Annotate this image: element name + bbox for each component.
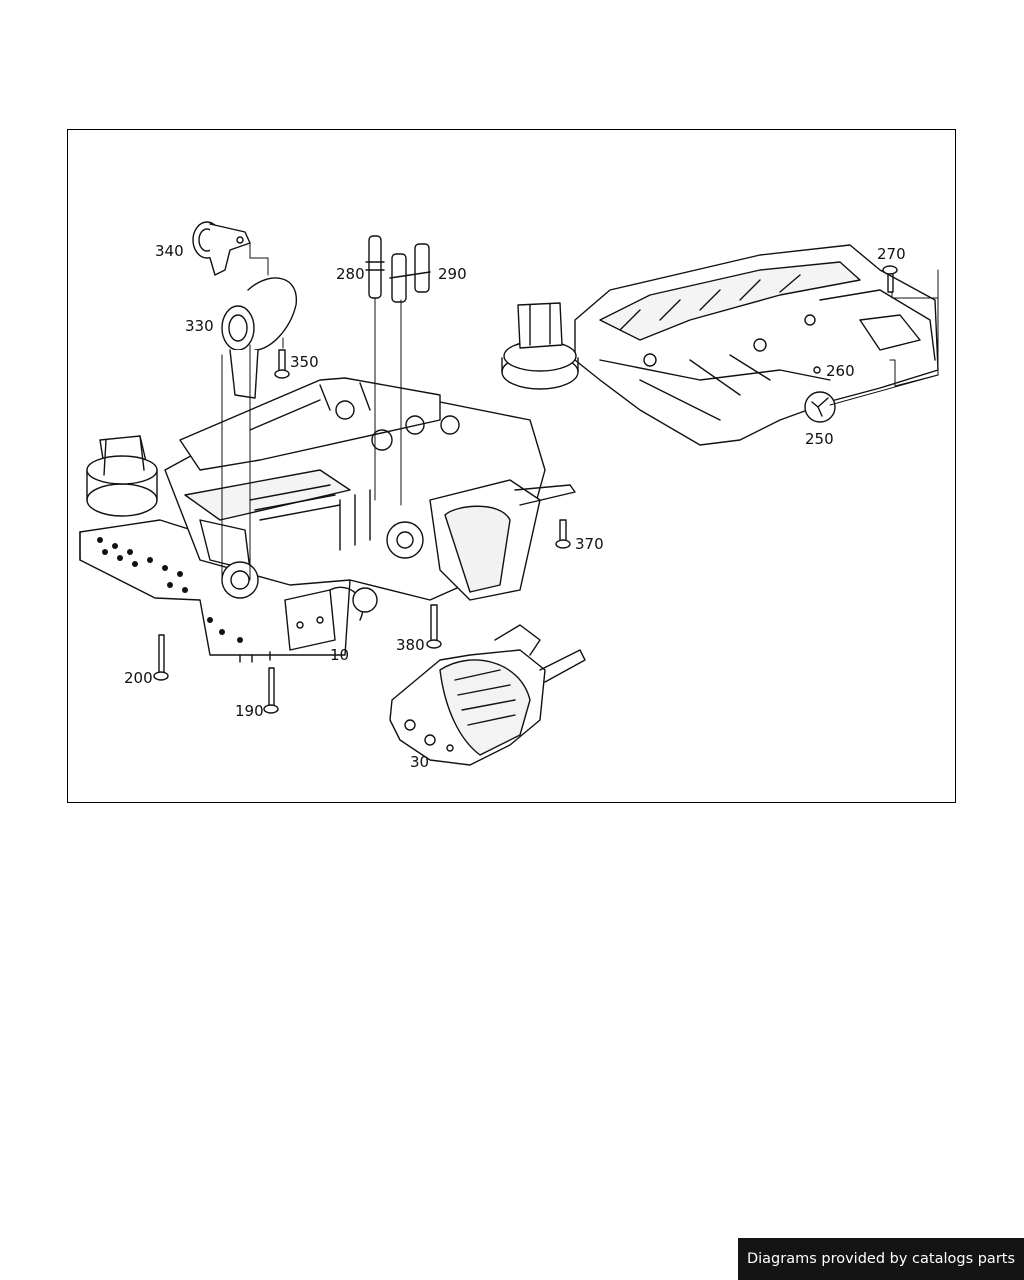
callout-190: 190 <box>235 702 264 720</box>
callout-200: 200 <box>124 669 153 687</box>
credit-banner: Diagrams provided by catalogs parts <box>738 1238 1024 1280</box>
callout-10: 10 <box>330 646 349 664</box>
callout-350: 350 <box>290 353 319 371</box>
callout-290: 290 <box>438 265 467 283</box>
bolts <box>153 265 898 714</box>
leader-lines <box>221 242 939 581</box>
pins-280-290 <box>365 235 431 303</box>
callout-370: 370 <box>575 535 604 553</box>
seal-250-260 <box>804 366 836 423</box>
bolt-370 <box>555 519 571 549</box>
credit-text: Diagrams provided by catalogs parts <box>746 1251 1016 1267</box>
callout-380: 380 <box>396 636 425 654</box>
valve-body-10 <box>79 377 576 663</box>
gasket-330 <box>221 277 297 399</box>
callout-340: 340 <box>155 242 184 260</box>
bolt-380 <box>426 604 442 649</box>
bolt-270 <box>882 265 898 293</box>
valve-body-upper <box>501 244 939 446</box>
callout-330: 330 <box>185 317 214 335</box>
diagram-frame <box>67 129 956 803</box>
callout-280: 280 <box>336 265 365 283</box>
bolt-190 <box>263 667 279 714</box>
module-30 <box>389 624 586 766</box>
callout-260: 260 <box>826 362 855 380</box>
callout-250: 250 <box>805 430 834 448</box>
callout-labels: 10 30 190 200 250 260 270 280 290 330 34… <box>124 242 906 771</box>
bolt-200 <box>153 634 169 681</box>
callout-30: 30 <box>410 753 429 771</box>
seal-340 <box>192 221 251 276</box>
bolt-350 <box>274 349 290 379</box>
callout-270: 270 <box>877 245 906 263</box>
